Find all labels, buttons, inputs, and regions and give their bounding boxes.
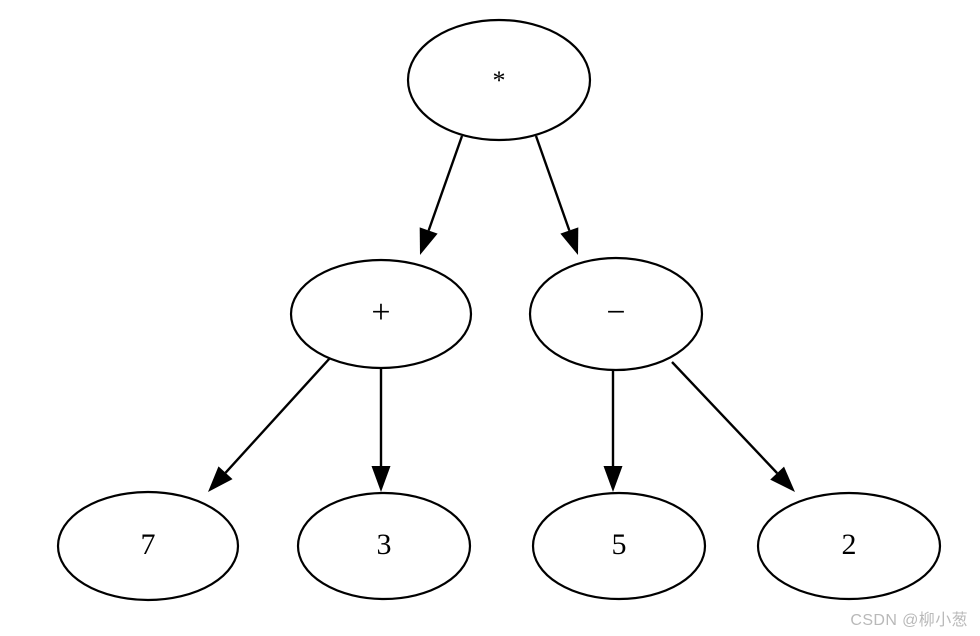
node-label-minus: − [606, 294, 625, 331]
node-ellipse-two[interactable] [756, 491, 942, 601]
node-ellipse-plus[interactable] [289, 258, 473, 370]
tree-edge-root-plus [419, 135, 464, 255]
arrowhead-icon [419, 227, 438, 255]
tree-node-three[interactable]: 3 [296, 491, 472, 601]
tree-edge-minus-five [603, 370, 623, 492]
arrowhead-icon [560, 227, 579, 255]
node-ellipse-minus[interactable] [528, 256, 704, 372]
node-label-three: 3 [377, 528, 392, 561]
tree-edge-minus-two [671, 361, 795, 492]
arrowhead-icon [603, 466, 623, 492]
node-label-root: * [493, 66, 506, 95]
node-layer: * + − 7 3 5 2 [56, 18, 942, 602]
tree-node-five[interactable]: 5 [531, 491, 707, 601]
tree-node-minus[interactable]: − [528, 256, 704, 372]
arrowhead-icon [770, 466, 795, 492]
node-ellipse-three[interactable] [296, 491, 472, 601]
tree-node-root[interactable]: * [406, 18, 592, 142]
csdn-watermark: CSDN @柳小葱 [850, 612, 968, 629]
node-ellipse-five[interactable] [531, 491, 707, 601]
tree-node-two[interactable]: 2 [756, 491, 942, 601]
arrowhead-icon [371, 466, 391, 492]
tree-node-seven[interactable]: 7 [56, 490, 240, 602]
tree-node-plus[interactable]: + [289, 258, 473, 370]
tree-edge-plus-three [371, 368, 391, 492]
tree-edge-root-minus [534, 135, 579, 255]
node-label-plus: + [371, 294, 390, 331]
tree-edge-plus-seven [208, 357, 331, 492]
node-label-two: 2 [842, 528, 857, 561]
arrowhead-icon [208, 466, 233, 492]
node-label-five: 5 [612, 528, 627, 561]
edge-layer [208, 135, 795, 492]
node-ellipse-root[interactable] [406, 18, 592, 142]
node-ellipse-seven[interactable] [56, 490, 240, 602]
node-label-seven: 7 [141, 528, 156, 561]
